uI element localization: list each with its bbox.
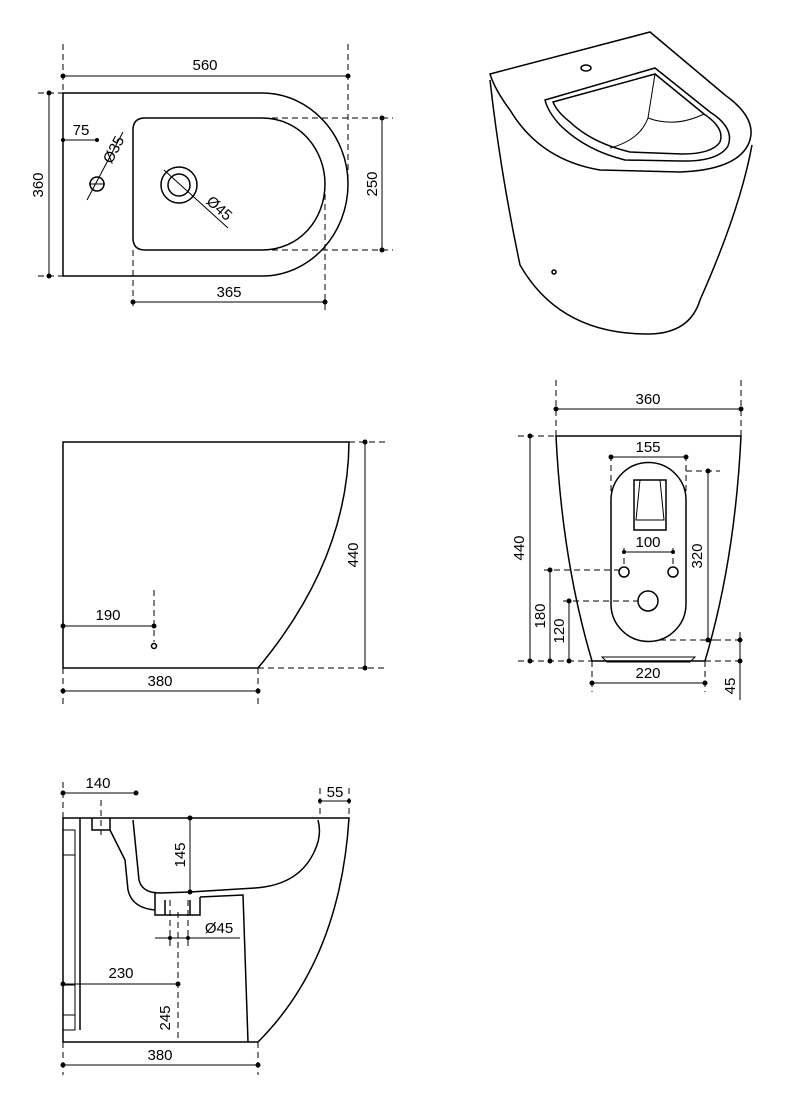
side-fixing-hole-icon	[150, 642, 158, 650]
dim-back-height: 440	[511, 535, 528, 560]
iso-tap-hole-icon	[580, 64, 592, 72]
dim-waste-height: 245	[157, 1005, 174, 1030]
section-support	[199, 894, 249, 1043]
dim-fixing-spacing: 100	[635, 534, 660, 551]
dim-bowl-width: 250	[364, 171, 381, 196]
dim-side-height: 440	[345, 542, 362, 567]
back-view: 360 155 100 320 440 180 120	[511, 380, 745, 700]
dim-base-width: 220	[635, 665, 660, 682]
dim-outlet-height: 120	[551, 618, 568, 643]
dim-section-length: 380	[147, 1047, 172, 1064]
dim-top-depth: 360	[30, 172, 47, 197]
top-view-outline	[62, 92, 349, 277]
dim-tap-diameter: Ø35	[100, 133, 128, 166]
dim-recess-width: 155	[635, 439, 660, 456]
drain-outer-icon	[160, 166, 198, 204]
dim-tap-offset: 75	[73, 122, 90, 139]
back-fixing-hole-left-icon	[618, 566, 630, 578]
dim-bowl-depth: 145	[172, 842, 189, 867]
dim-drain-diameter: Ø45	[203, 193, 235, 225]
side-view: 440 190 380	[60, 439, 385, 706]
iso-body	[489, 79, 753, 335]
dim-rim-width: 55	[327, 784, 344, 801]
dim-waste-diameter: Ø45	[205, 920, 233, 937]
dim-fixing-height: 180	[532, 603, 549, 628]
side-view-outline	[62, 441, 350, 669]
back-view-recess	[610, 461, 687, 643]
back-base-plate	[600, 656, 697, 663]
dim-base-offset: 45	[722, 678, 739, 695]
iso-bowl-rim	[544, 67, 731, 162]
dim-side-length: 380	[147, 673, 172, 690]
back-view-slot	[633, 479, 667, 531]
section-view: 140 55 145 Ø45 230 245 380	[60, 775, 351, 1075]
iso-bowl-inner	[551, 73, 722, 155]
top-view: 560 360 75 Ø35 Ø45 250 365	[30, 44, 393, 310]
dim-top-width: 560	[192, 57, 217, 74]
dim-waste-offset: 230	[108, 965, 133, 982]
dim-recess-height: 320	[689, 543, 706, 568]
dim-inlet-offset: 140	[85, 775, 110, 792]
top-view-bowl	[132, 117, 326, 251]
dim-side-fixing: 190	[95, 607, 120, 624]
iso-top-surface	[489, 31, 752, 173]
isometric-view	[489, 31, 753, 335]
section-waste	[154, 892, 201, 916]
back-fixing-hole-right-icon	[667, 566, 679, 578]
back-outlet-icon	[637, 590, 659, 612]
section-bowl	[132, 819, 321, 894]
dim-back-width: 360	[635, 391, 660, 408]
iso-fixing-hole-icon	[551, 269, 557, 275]
drain-inner-icon	[167, 173, 191, 197]
section-inlet	[79, 818, 156, 1030]
section-outer	[62, 817, 350, 1043]
dim-bowl-length: 365	[216, 284, 241, 301]
